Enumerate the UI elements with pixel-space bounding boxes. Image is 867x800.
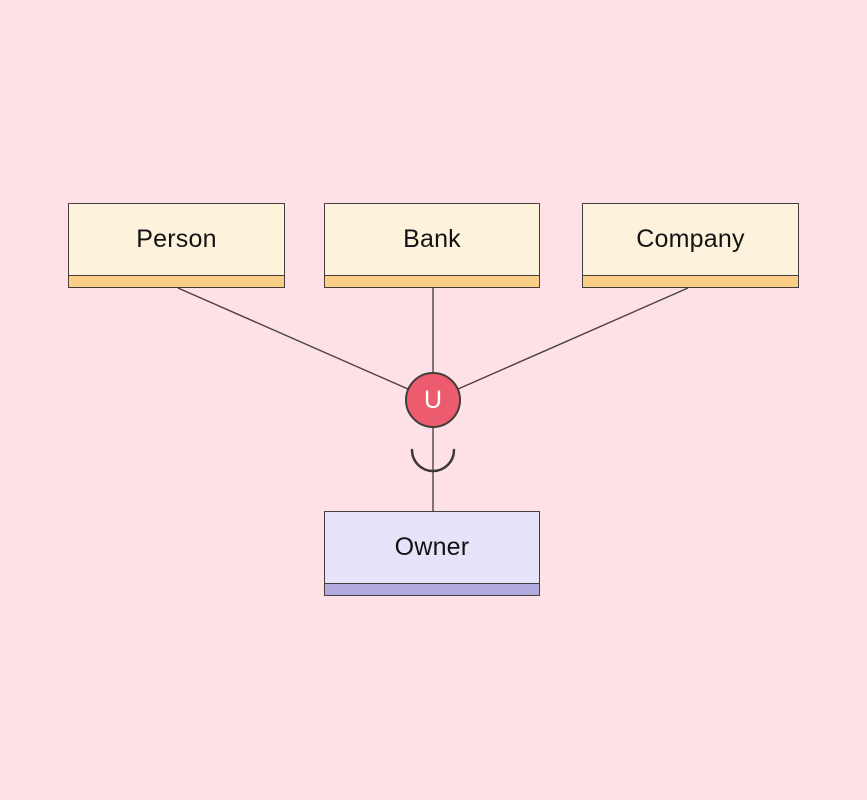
entity-bank: Bank xyxy=(324,203,540,288)
entity-company-label: Company xyxy=(636,225,745,253)
entity-owner-strip xyxy=(325,583,539,595)
edge-company-union xyxy=(432,287,689,401)
entity-owner: Owner xyxy=(324,511,540,596)
edge-person-union xyxy=(177,287,434,401)
entity-bank-strip xyxy=(325,275,539,287)
subset-arc-icon xyxy=(410,448,456,473)
entity-person: Person xyxy=(68,203,285,288)
union-node-label: U xyxy=(423,385,443,414)
entity-person-strip xyxy=(69,275,284,287)
entity-company-strip xyxy=(583,275,798,287)
entity-person-label: Person xyxy=(136,225,217,253)
entity-bank-label: Bank xyxy=(403,225,461,253)
union-node: U xyxy=(405,372,461,428)
entity-company: Company xyxy=(582,203,799,288)
entity-owner-label: Owner xyxy=(394,533,470,561)
